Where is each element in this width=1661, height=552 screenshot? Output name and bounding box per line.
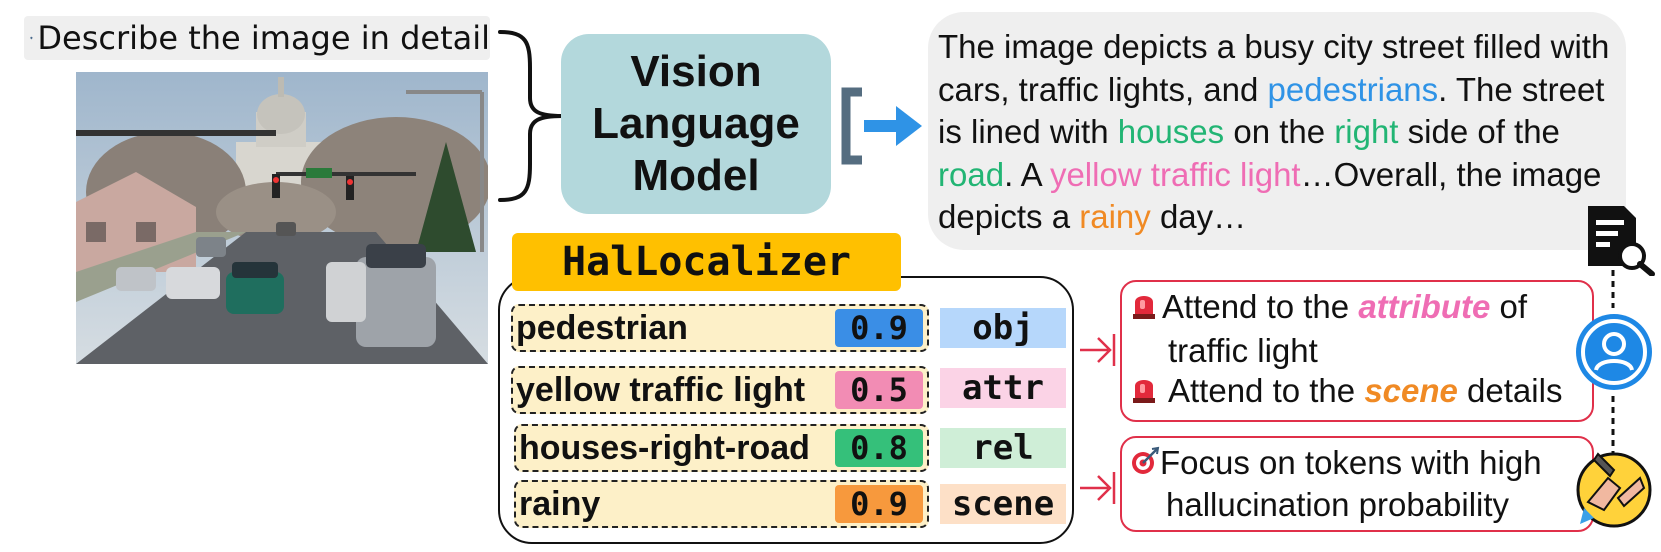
model-line1: Vision <box>630 47 762 96</box>
row-token: rainy <box>519 484 601 523</box>
output-word-pedestrians: pedestrians <box>1267 70 1439 108</box>
user-avatar-icon <box>1576 314 1652 390</box>
guidance-box-focus: Focus on tokens with high hallucination … <box>1120 436 1594 532</box>
output-word-rainy: rainy <box>1079 198 1151 235</box>
model-output-text: The image depicts a busy city street fil… <box>928 12 1626 250</box>
row-category-tag: scene <box>940 484 1066 524</box>
guidance-line: hallucination probability <box>1166 486 1510 523</box>
siren-icon <box>1133 380 1155 403</box>
row-token: houses-right-road <box>519 428 810 467</box>
row-token: yellow traffic light <box>516 370 806 409</box>
street-photo <box>76 72 488 364</box>
model-line2: Language <box>592 99 800 148</box>
row-score: 0.5 <box>835 371 923 409</box>
text: of <box>1490 288 1528 325</box>
guidance-arrow-icon <box>1080 472 1116 504</box>
guidance-line: Focus on tokens with high <box>1160 444 1542 481</box>
keyword-scene: scene <box>1364 372 1458 409</box>
hands-shake-icon <box>1576 452 1652 528</box>
document-search-icon <box>1588 206 1655 276</box>
siren-icon <box>1133 296 1155 319</box>
pipeline-icons <box>1611 270 1615 462</box>
speaking-head-icon <box>30 36 34 40</box>
guidance-line: Attend to the attribute of <box>1162 286 1527 328</box>
brace-connector <box>498 30 563 202</box>
row-category-tag: obj <box>940 308 1066 348</box>
output-segment: side of the <box>1398 113 1560 150</box>
model-line3: Model <box>632 151 760 200</box>
prompt-text: Describe the image in detail <box>37 19 490 57</box>
hallocalizer-title: HalLocalizer <box>512 233 901 291</box>
output-segment: on the <box>1224 113 1335 150</box>
keyword-attribute: attribute <box>1358 288 1491 325</box>
row-category-tag: attr <box>940 368 1066 408</box>
row-score: 0.9 <box>835 309 923 347</box>
output-segment: The image depicts a busy city street fil… <box>938 28 1610 108</box>
output-word-road: road <box>938 155 1005 193</box>
row-score: 0.9 <box>835 485 923 523</box>
target-icon <box>1132 446 1160 474</box>
output-segment: . The street is lined with <box>938 70 1605 151</box>
guidance-box-attend: Attend to the attribute of traffic light… <box>1120 280 1594 422</box>
output-segment: day… <box>1150 198 1247 235</box>
hallocalizer-row: rainy 0.9 <box>514 480 929 528</box>
output-word-right: right <box>1334 113 1399 150</box>
row-token: pedestrian <box>516 308 688 347</box>
guidance-line: Attend to the scene details <box>1168 370 1562 412</box>
guidance-line: traffic light <box>1168 332 1318 369</box>
text: Attend to the <box>1162 288 1359 325</box>
text: details <box>1457 372 1563 409</box>
prompt-box: Describe the image in detail <box>24 16 490 60</box>
output-segment: . A <box>1004 155 1050 193</box>
street-scene-illustration <box>76 72 488 364</box>
output-segment: …Overall, the image depicts a <box>938 155 1602 236</box>
text: Attend to the <box>1168 372 1365 409</box>
guidance-arrow-icon <box>1080 334 1116 366</box>
output-word-houses: houses <box>1117 113 1225 150</box>
hallocalizer-row: pedestrian 0.9 <box>511 304 929 352</box>
hallocalizer-row: yellow traffic light 0.5 <box>511 366 929 414</box>
hallocalizer-row: houses-right-road 0.8 <box>514 424 929 472</box>
output-word-yellow-traffic-light: yellow traffic light <box>1049 155 1301 193</box>
row-category-tag: rel <box>940 428 1066 468</box>
row-score: 0.8 <box>835 429 923 467</box>
output-arrow-icon <box>841 87 922 165</box>
vision-language-model-box: Vision Language Model <box>561 34 831 214</box>
